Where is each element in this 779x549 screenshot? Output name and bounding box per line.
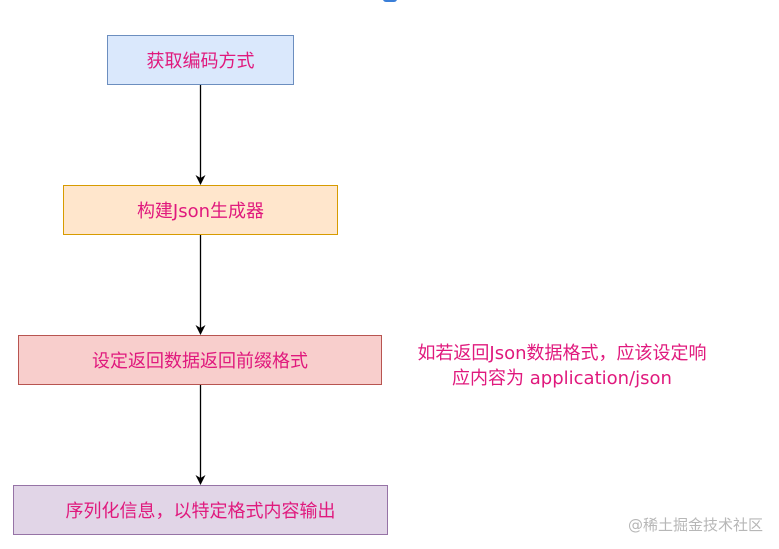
note-line-1: 如若返回Json数据格式，应该设定响: [417, 343, 707, 364]
step-label: 获取编码方式: [146, 51, 255, 72]
step-get-encoding: 获取编码方式: [107, 35, 294, 85]
watermark: @稀土掘金技术社区: [627, 516, 763, 534]
step-build-json-generator: 构建Json生成器: [63, 185, 338, 235]
step-serialize-output: 序列化信息，以特定格式内容输出: [13, 485, 388, 535]
side-note: 如若返回Json数据格式，应该设定响 应内容为 application/json: [392, 341, 732, 391]
step-label: 序列化信息，以特定格式内容输出: [65, 501, 336, 522]
cropped-title-fragment: [383, 0, 397, 2]
step-label: 构建Json生成器: [136, 201, 265, 222]
step-label: 设定返回数据返回前缀格式: [92, 351, 308, 372]
step-set-prefix-format: 设定返回数据返回前缀格式: [18, 335, 382, 385]
note-line-2: 应内容为 application/json: [452, 368, 672, 389]
